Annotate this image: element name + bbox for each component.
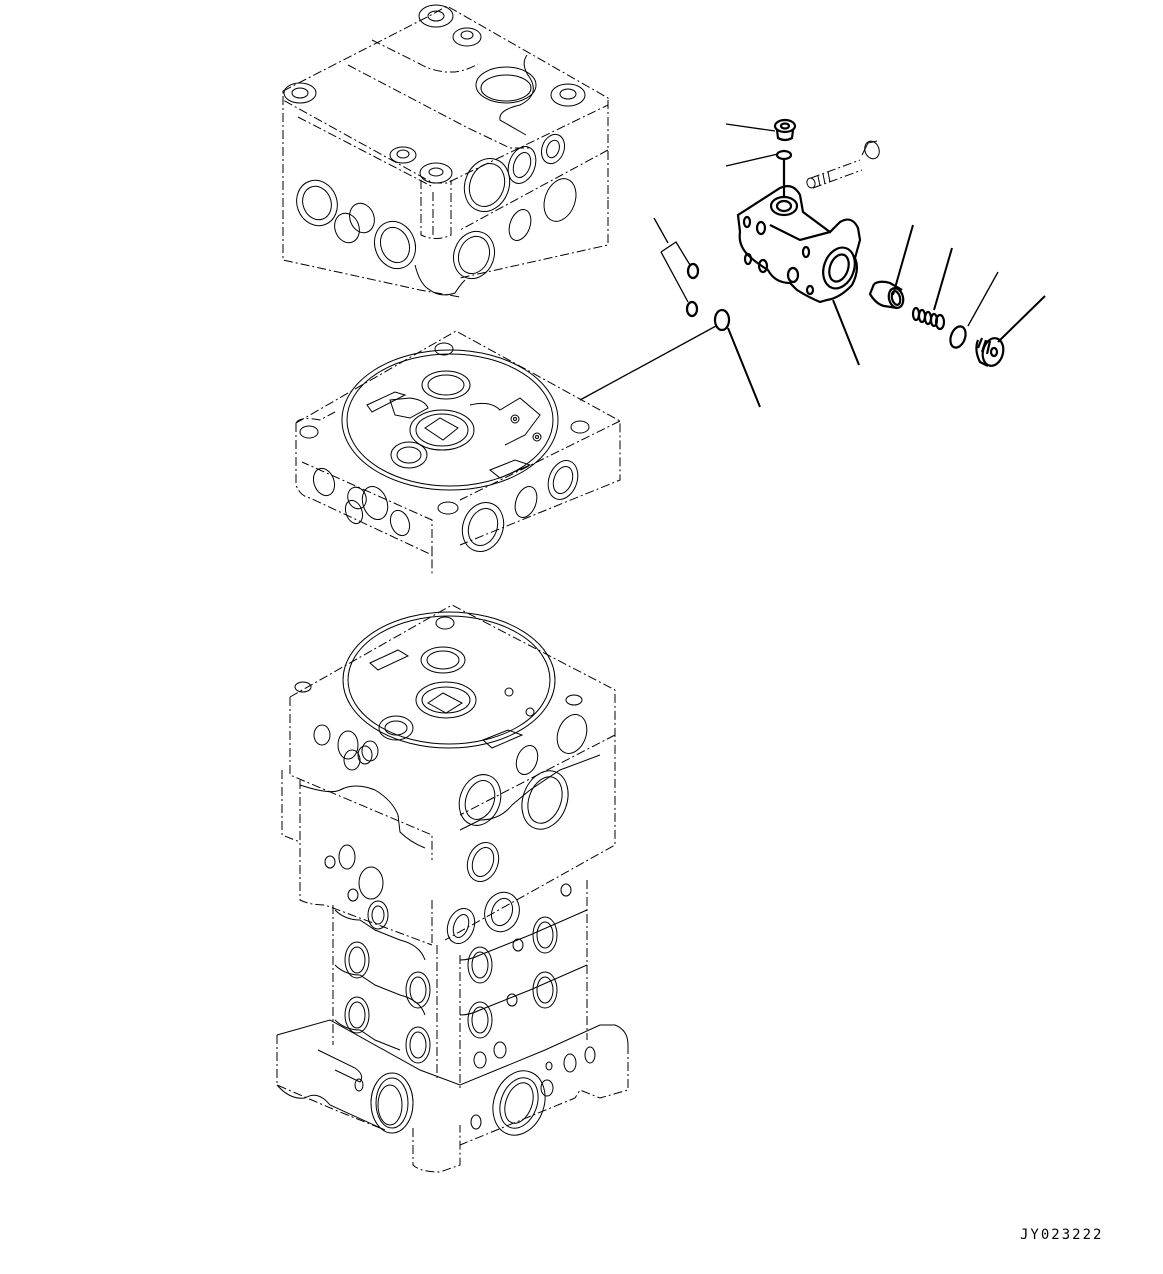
drawing-code: JY023222 [1020, 1227, 1104, 1243]
poppet [868, 280, 905, 310]
lower-valve-stack [276, 604, 629, 1173]
o-ring-lower [685, 300, 699, 318]
spring [911, 306, 946, 331]
plug-o-ring [775, 149, 793, 161]
plug [773, 118, 797, 142]
valve-body [736, 158, 862, 304]
leader-lines [579, 123, 1046, 408]
middle-valve-section [295, 330, 621, 575]
upper-valve-section [282, 4, 609, 298]
o-ring-upper [686, 262, 700, 280]
exploded-parts [685, 118, 1005, 367]
bolt [806, 140, 880, 189]
o-ring-cap [949, 325, 967, 349]
cap-plug [975, 337, 1005, 367]
o-ring-large [713, 308, 731, 332]
